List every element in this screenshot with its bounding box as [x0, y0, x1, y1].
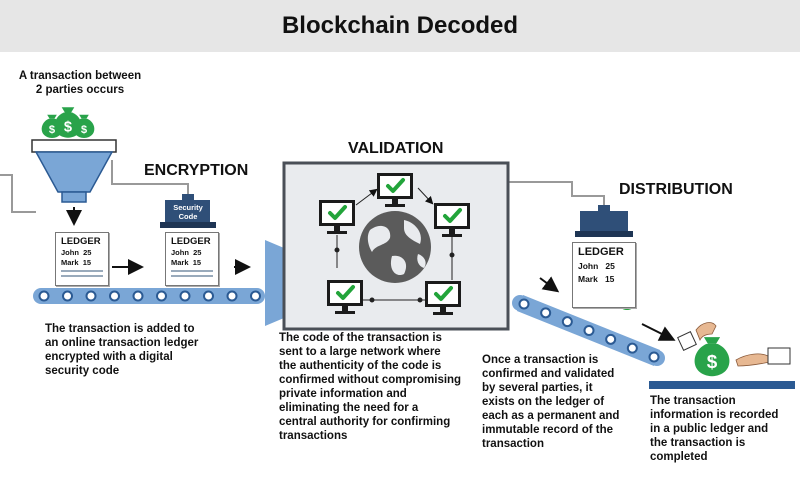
belt-roller: [605, 333, 617, 345]
arrow-to-belt: [539, 276, 560, 293]
security-stamp: Security Code: [160, 194, 216, 228]
heading-encryption: ENCRYPTION: [144, 162, 249, 179]
money-bag-icon: [694, 337, 730, 377]
belt-roller: [85, 290, 97, 302]
giving-hand-icon: [677, 322, 717, 351]
heading-validation: VALIDATION: [348, 140, 444, 157]
belt-roller: [540, 307, 552, 319]
ledger-card-distributed: LEDGER John 25 Mark 15: [572, 242, 636, 308]
belt-roller: [648, 351, 660, 363]
belt-roller: [38, 290, 50, 302]
ledger-title: LEDGER: [171, 236, 211, 247]
public-ledger-platform: [649, 381, 795, 389]
belt-roller: [156, 290, 167, 302]
belt-roller: [250, 290, 261, 302]
belt-roller: [626, 342, 638, 354]
security-code-label-2: Code: [179, 212, 198, 221]
pipe-distribution: [508, 181, 605, 205]
conveyor-belt-diagonal: [512, 295, 665, 366]
pipe-encryption: [111, 160, 189, 200]
belt-roller: [226, 290, 238, 302]
ledger-card-initial: LEDGER John 25 Mark 15: [55, 232, 109, 286]
conveyor-belt-left: [33, 288, 265, 304]
heading-distribution: DISTRIBUTION: [619, 181, 733, 198]
belt-roller: [583, 325, 595, 336]
pipe-left: [0, 174, 36, 213]
ledger-card-encrypted: LEDGER John 25 Mark 15: [165, 232, 219, 286]
belt-roller: [561, 316, 573, 328]
distribution-stamp: [575, 205, 633, 237]
page-title: Blockchain Decoded: [281, 12, 519, 39]
security-code-label-1: Security: [173, 203, 203, 212]
ledger-row: Mark 15: [578, 274, 615, 284]
validation-network: [265, 161, 510, 331]
money-bags: [41, 107, 95, 138]
belt-roller: [109, 290, 120, 302]
globe-icon: [359, 211, 431, 283]
belt-roller: [132, 290, 144, 302]
belt-roller: [518, 298, 530, 310]
title-bar: Blockchain Decoded: [0, 0, 800, 52]
belt-roller: [62, 290, 73, 302]
ledger-row: Mark 15: [171, 258, 202, 267]
ledger-row: John 25: [61, 248, 92, 257]
receiving-hand-icon: [735, 347, 791, 367]
funnel: [31, 139, 117, 203]
ledger-row: John 25: [578, 261, 615, 271]
ledger-title: LEDGER: [61, 236, 101, 247]
arrow-to-completion: [641, 323, 676, 341]
belt-roller: [203, 290, 214, 302]
ledger-title: LEDGER: [578, 246, 624, 258]
belt-roller: [179, 290, 191, 302]
ledger-row: John 25: [171, 248, 202, 257]
ledger-row: Mark 15: [61, 258, 92, 267]
